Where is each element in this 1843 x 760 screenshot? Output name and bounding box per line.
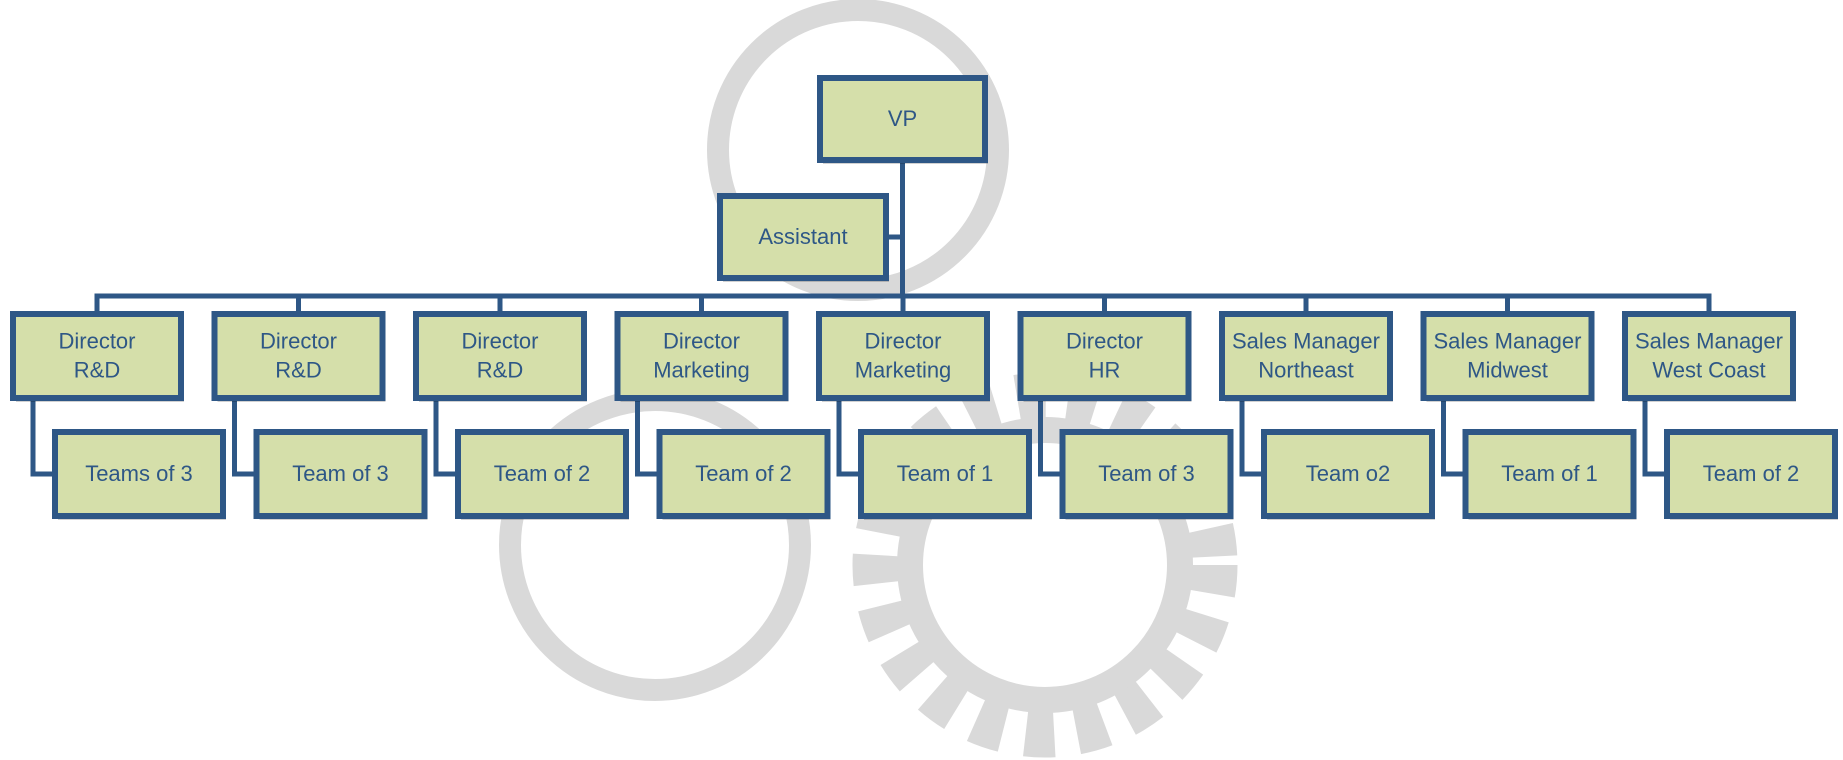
connector-lines [30,157,1712,477]
node-team-box [1462,429,1637,519]
node-director-box [1622,311,1796,401]
node-team[interactable]: Team of 3 [253,429,428,520]
node-director-label: Midwest [1467,358,1548,383]
node-director-box [614,311,789,401]
node-team-label: Team o2 [1306,461,1390,486]
node-team[interactable]: Teams of 3 [52,429,226,520]
node-director-label: Marketing [855,358,952,383]
node-team-box [455,429,629,519]
node-team-label: Team of 2 [494,461,591,486]
node-director-box [413,311,587,401]
node-team-label: Team of 2 [695,461,792,486]
node-team-box [656,429,831,519]
node-director-label: R&D [74,358,120,383]
node-team-box [1261,429,1435,519]
node-team-label: Team of 1 [897,461,994,486]
node-director-label: R&D [477,358,523,383]
node-team-label: Team of 1 [1501,461,1598,486]
node-director-box [10,311,184,401]
node-director-label: Sales Manager [1635,329,1783,354]
node-team-label: Teams of 3 [85,461,193,486]
node-director-label: Marketing [653,358,750,383]
watermark-circle-top [707,0,1009,301]
node-vp-box [817,75,988,163]
node-director-label: Director [461,329,538,354]
node-director-label: Director [1066,329,1143,354]
node-vp[interactable]: VP [817,75,988,164]
node-assistant[interactable]: Assistant [717,193,889,282]
node-director-label: Northeast [1258,358,1353,383]
node-director-box [1420,311,1595,401]
node-team[interactable]: Team of 3 [1059,429,1234,520]
node-team-box [1059,429,1234,519]
node-team-label: Team of 3 [1098,461,1195,486]
node-director-box [1017,311,1192,401]
node-team-box [858,429,1032,519]
node-assistant-label: Assistant [758,224,847,249]
node-team[interactable]: Team of 2 [1664,429,1838,520]
node-director-label: Director [260,329,337,354]
node-director-label: Director [663,329,740,354]
node-team[interactable]: Team of 1 [1462,429,1637,520]
node-director-label: R&D [275,358,321,383]
node-assistant-box [717,193,889,281]
node-director-label: Sales Manager [1232,329,1380,354]
node-director-label: Director [58,329,135,354]
node-team-label: Team of 3 [292,461,389,486]
node-director-label: Director [864,329,941,354]
node-team-label: Team of 2 [1703,461,1800,486]
node-team[interactable]: Team of 2 [656,429,831,520]
node-director-box [816,311,990,401]
node-team-box [1664,429,1838,519]
node-director-box [211,311,386,401]
node-team[interactable]: Team of 2 [455,429,629,520]
node-vp-label: VP [888,106,917,131]
node-director-label: Sales Manager [1434,329,1582,354]
node-team[interactable]: Team of 1 [858,429,1032,520]
watermark-gear-ring [897,417,1193,713]
node-director-label: HR [1089,358,1121,383]
node-team[interactable]: Team o2 [1261,429,1435,520]
node-team-box [52,429,226,519]
node-director-box [1219,311,1393,401]
node-team-box [253,429,428,519]
node-director-label: West Coast [1652,358,1765,383]
